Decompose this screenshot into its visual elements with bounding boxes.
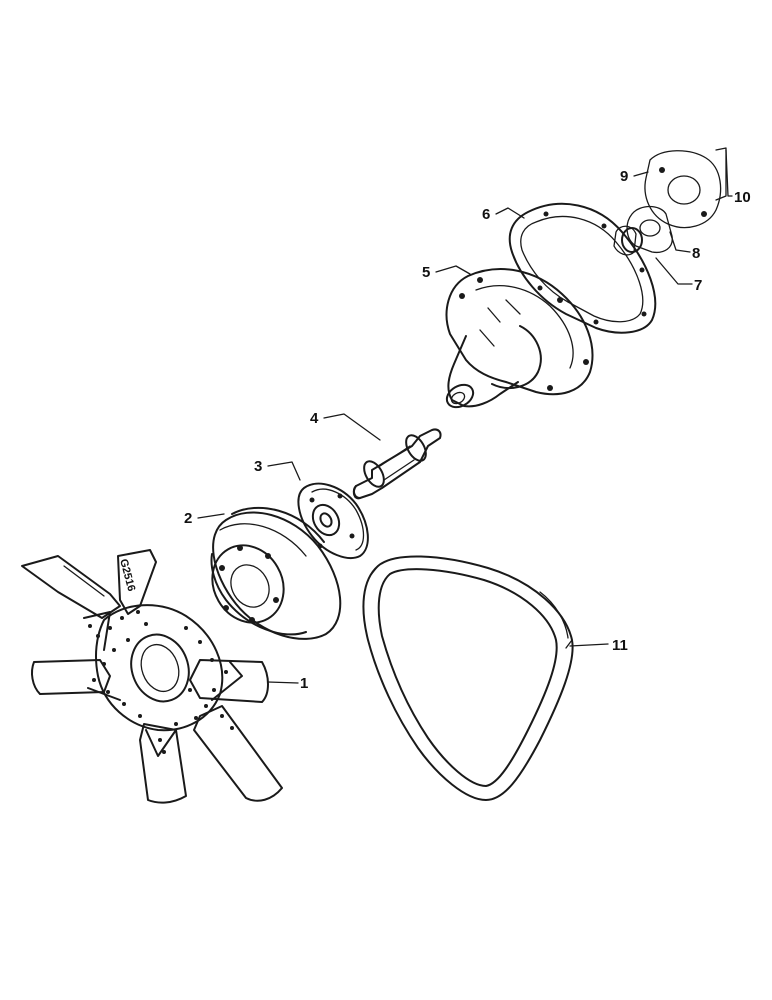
water-pump-housing-part (445, 268, 594, 409)
leader-lines (197, 149, 733, 684)
hub-flange-part (297, 482, 369, 559)
callout-10: 10 (734, 189, 751, 206)
pulley-part (210, 506, 342, 640)
thermostat-cover-part (644, 147, 727, 229)
callout-9: 9 (620, 168, 628, 185)
callout-8: 8 (692, 245, 700, 262)
callout-labels: 1 2 3 4 5 6 7 8 9 10 11 (184, 168, 751, 692)
fan-perforations (88, 610, 234, 754)
fan-part: G2516 (21, 549, 283, 804)
outlet-elbow-part (613, 205, 673, 256)
pump-shaft-bearing-part (352, 428, 442, 500)
callout-4: 4 (310, 410, 319, 427)
v-belt-part (362, 555, 574, 801)
callout-6: 6 (482, 206, 490, 223)
callout-7: 7 (694, 277, 702, 294)
callout-5: 5 (422, 264, 430, 281)
callout-11: 11 (612, 637, 628, 654)
callout-2: 2 (184, 510, 192, 527)
callout-1: 1 (300, 675, 308, 692)
gasket-part (508, 202, 657, 334)
callout-3: 3 (254, 458, 262, 475)
